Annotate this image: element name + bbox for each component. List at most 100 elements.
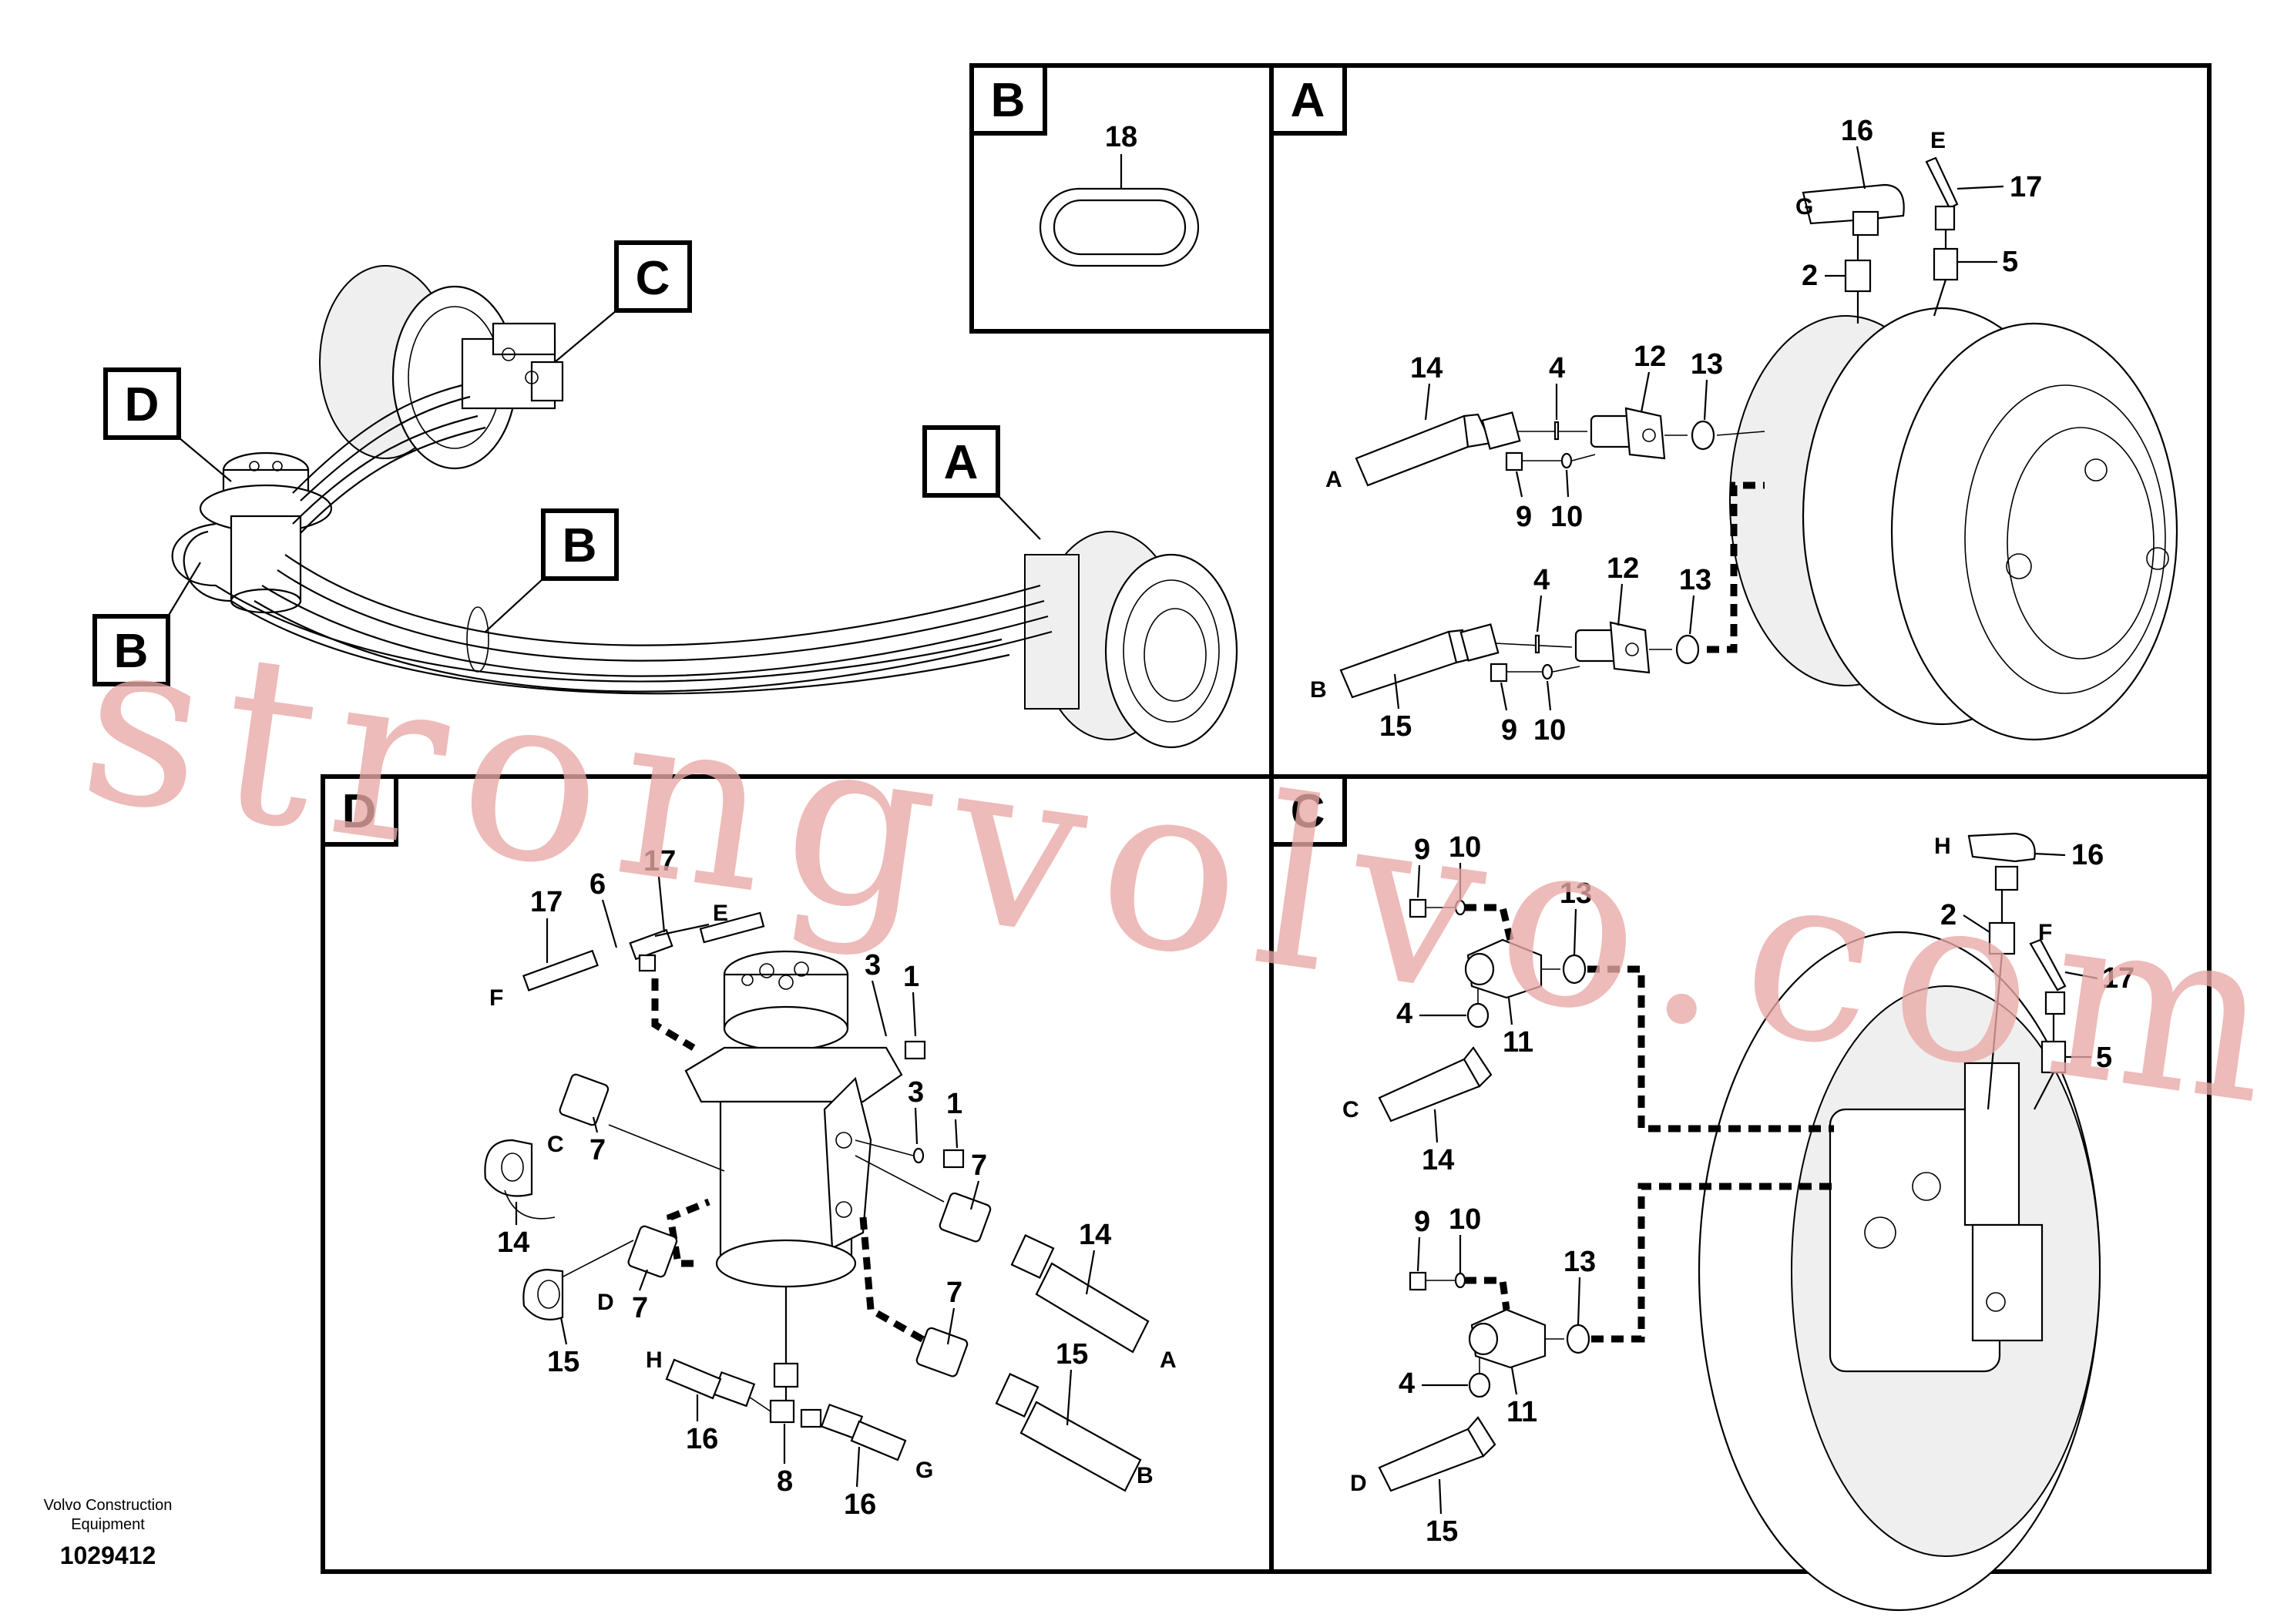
panel-a-hose-15 <box>1339 623 1500 699</box>
panel-c-flange-11b <box>1468 1308 1547 1369</box>
panel-c-bolt-9b <box>1409 1271 1427 1291</box>
panel-d-letter-e: E <box>713 901 728 926</box>
panel-c-part-9b: 9 <box>1414 1206 1430 1238</box>
panel-c-hose-15 <box>1378 1428 1485 1492</box>
panel-d-tee-8 <box>769 1362 822 1428</box>
panel-d-label: D <box>342 785 377 838</box>
panel-d-adapter-7a <box>939 1192 992 1243</box>
panel-d-letter-f: F <box>489 985 503 1011</box>
panel-a-part-17: 17 <box>2010 171 2042 203</box>
panel-a-oring-13b <box>1675 634 1700 665</box>
panel-c-part-2: 2 <box>1940 899 1956 931</box>
panel-a-part-15: 15 <box>1379 710 1412 743</box>
panel-d-letter-a: A <box>1160 1347 1177 1373</box>
panel-d-part-7d: 7 <box>632 1292 648 1324</box>
panel-c: C H 16 2 F 17 <box>1269 774 2212 1612</box>
panel-d-part-7a: 7 <box>971 1149 987 1182</box>
panel-d-part-8: 8 <box>777 1465 793 1498</box>
panel-d-hose-16a <box>665 1358 722 1400</box>
panel-a-hose-14 <box>1355 411 1521 487</box>
panel-d-part-14b: 14 <box>497 1226 529 1259</box>
panel-b-label: B <box>991 74 1026 127</box>
overview-callout-a: A <box>922 425 1041 540</box>
panel-c-part-4a: 4 <box>1396 998 1412 1030</box>
panel-a-letter-e: E <box>1930 128 1946 153</box>
panel-d-part-6: 6 <box>589 868 606 901</box>
overview-hoses <box>171 384 1053 695</box>
footer: Volvo Construction Equipment 1029412 <box>44 1497 173 1569</box>
panel-c-part-9a: 9 <box>1414 834 1430 866</box>
panel-a-oring-13a <box>1691 420 1715 451</box>
panel-c-hose-16 <box>1967 832 2036 1110</box>
panel-a-motor <box>1729 307 2178 741</box>
panel-d-letter-g: G <box>915 1458 933 1483</box>
panel-c-part-11b: 11 <box>1506 1396 1537 1428</box>
overview-callout-b-center: B <box>485 508 619 632</box>
panel-a-part-16: 16 <box>1841 115 1873 147</box>
panel-a-label: A <box>1291 74 1325 127</box>
panel-d-plug-1a <box>904 1040 926 1060</box>
panel-d-hose-14a <box>1035 1262 1150 1354</box>
panel-a-part-5: 5 <box>2002 246 2018 278</box>
panel-c-part-13b: 13 <box>1563 1246 1596 1278</box>
overview-callout-d: D <box>103 367 232 482</box>
panel-d-part-3a: 3 <box>865 949 881 981</box>
panel-a-part-13b: 13 <box>1679 564 1711 596</box>
panel-a-letter-g: G <box>1795 194 1813 220</box>
footer-company-line2: Equipment <box>71 1516 145 1533</box>
panel-a-part-12a: 12 <box>1634 341 1666 373</box>
panel-a-part-4a: 4 <box>1549 352 1565 384</box>
panel-a-hose-16 <box>1802 183 1905 324</box>
panel-d-hose-15b <box>522 1268 564 1320</box>
panel-d-adapter-7d <box>627 1225 678 1278</box>
panel-c-oring-4b <box>1468 1372 1491 1398</box>
panel-c-motor <box>1698 931 2101 1612</box>
panel-c-flange-11a <box>1464 938 1543 999</box>
panel-a-part-12b: 12 <box>1607 552 1639 585</box>
panel-c-part-4b: 4 <box>1399 1367 1415 1400</box>
panel-d-letter-c: C <box>547 1132 564 1157</box>
overview-callout-b-left: B <box>92 562 201 686</box>
panel-a-bolt-9b <box>1490 663 1508 683</box>
panel-c-part-11a: 11 <box>1503 1026 1533 1059</box>
panel-d-plug-1b <box>942 1149 965 1169</box>
footer-company-line1: Volvo Construction <box>44 1497 173 1514</box>
panel-c-part-13a: 13 <box>1560 877 1592 910</box>
panel-d: D F E 17 6 17 <box>321 774 1274 1574</box>
panel-a-part-9a: 9 <box>1516 501 1532 533</box>
panel-d-letter-h: H <box>646 1347 663 1373</box>
panel-d-adapter-7b <box>915 1327 969 1377</box>
panel-d-adapter-7c <box>559 1073 610 1126</box>
panel-a-hose-17 <box>1925 156 1959 317</box>
panel-a-flange-12a <box>1590 407 1666 460</box>
panel-d-part-7b: 7 <box>946 1277 962 1309</box>
panel-d-hose-14b <box>484 1139 533 1197</box>
callout-a-text: A <box>944 436 979 489</box>
panel-d-part-1a: 1 <box>903 961 919 993</box>
panel-a-part-10b: 10 <box>1533 714 1566 747</box>
panel-c-part-17: 17 <box>2102 962 2134 995</box>
footer-drawing-number: 1029412 <box>60 1542 156 1569</box>
panel-a-part-4b: 4 <box>1533 564 1550 596</box>
panel-c-letter-d: D <box>1350 1471 1367 1496</box>
panel-a-part-9b: 9 <box>1501 714 1517 747</box>
panel-c-letter-c: C <box>1342 1097 1359 1122</box>
panel-a-part-14: 14 <box>1410 352 1443 384</box>
panel-c-part-10b: 10 <box>1449 1203 1481 1236</box>
panel-d-part-15a: 15 <box>1056 1338 1088 1371</box>
panel-d-part-1b: 1 <box>946 1088 962 1120</box>
panel-d-swivel-joint <box>684 950 903 1364</box>
panel-a-part-2: 2 <box>1802 260 1818 292</box>
panel-d-hose-15a <box>1019 1401 1142 1492</box>
overview-motor-a <box>1024 531 1238 749</box>
panel-c-hose-14 <box>1378 1058 1481 1122</box>
panel-d-part-17a: 17 <box>530 886 563 918</box>
panel-d-part-3b: 3 <box>908 1076 924 1109</box>
panel-c-part-10a: 10 <box>1449 831 1481 864</box>
panel-d-hose-16b <box>850 1420 907 1461</box>
panel-a: A 16 G E 17 <box>1269 63 2212 779</box>
panel-d-letter-d: D <box>597 1290 614 1315</box>
panel-a-part-13a: 13 <box>1691 348 1723 381</box>
grommet-18 <box>1039 187 1200 267</box>
